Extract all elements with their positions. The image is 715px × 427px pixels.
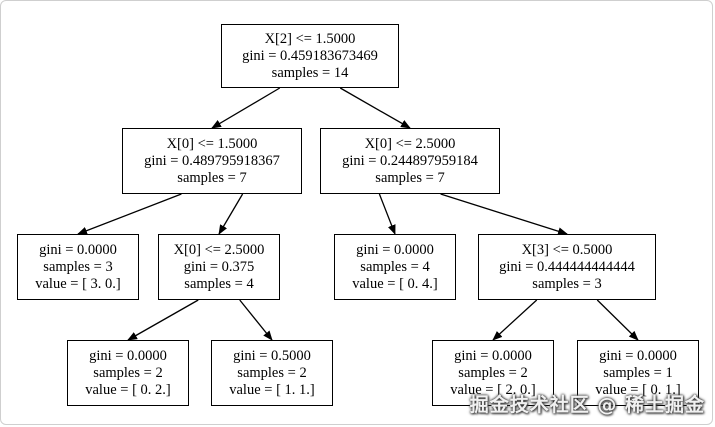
node-lr-line-1: X[0] <= 2.5000 — [173, 241, 265, 258]
node-lrr-line-1: gini = 0.5000 — [233, 347, 311, 364]
edge-lr-lrr — [239, 299, 273, 341]
node-rrl-line-3: value = [ 2. 0.] — [450, 381, 536, 398]
node-rl: gini = 0.0000 samples = 4 value = [ 0. 4… — [334, 234, 456, 300]
node-lrr-line-3: value = [ 1. 1.] — [229, 381, 315, 398]
watermark-text: 掘金技术社区 @ 稀土掘金 — [469, 394, 705, 416]
node-r-line-3: samples = 7 — [375, 169, 445, 186]
node-l-line-2: gini = 0.489795918367 — [144, 152, 280, 169]
node-r-line-1: X[0] <= 2.5000 — [364, 135, 456, 152]
node-rrr-line-1: gini = 0.0000 — [599, 347, 677, 364]
node-r: X[0] <= 2.5000 gini = 0.244897959184 sam… — [320, 128, 500, 194]
edge-root-r — [339, 87, 411, 129]
edge-r-rr — [440, 193, 568, 236]
node-rr-line-1: X[3] <= 0.5000 — [521, 241, 613, 258]
node-ll-line-1: gini = 0.0000 — [39, 241, 117, 258]
node-root: X[2] <= 1.5000 gini = 0.459183673469 sam… — [221, 24, 399, 88]
node-rrr: gini = 0.0000 samples = 1 value = [ 0. 1… — [577, 340, 699, 406]
edge-rr-rrr — [596, 299, 639, 341]
edge-r-rl — [378, 193, 396, 235]
node-lrl-line-3: value = [ 0. 2.] — [85, 381, 171, 398]
edge-rr-rrl — [492, 299, 538, 341]
node-lrl-line-2: samples = 2 — [93, 364, 163, 381]
node-root-line-2: gini = 0.459183673469 — [242, 47, 378, 64]
node-lrr-line-2: samples = 2 — [237, 364, 307, 381]
node-r-line-2: gini = 0.244897959184 — [342, 152, 478, 169]
node-root-line-3: samples = 14 — [271, 64, 349, 81]
node-rl-line-1: gini = 0.0000 — [356, 241, 434, 258]
node-rrr-line-3: value = [ 0. 1.] — [595, 381, 681, 398]
node-ll-line-3: value = [ 3. 0.] — [35, 275, 121, 292]
edge-lr-lrl — [127, 299, 199, 341]
node-lrl-line-1: gini = 0.0000 — [89, 347, 167, 364]
edge-root-l — [211, 87, 281, 129]
node-l-line-3: samples = 7 — [177, 169, 247, 186]
edge-l-ll — [77, 193, 182, 235]
node-rrl-line-1: gini = 0.0000 — [454, 347, 532, 364]
node-l-line-1: X[0] <= 1.5000 — [166, 135, 258, 152]
node-rr: X[3] <= 0.5000 gini = 0.444444444444 sam… — [478, 234, 656, 300]
node-lrl: gini = 0.0000 samples = 2 value = [ 0. 2… — [67, 340, 189, 406]
node-rrl-line-2: samples = 2 — [458, 364, 528, 381]
node-rr-line-3: samples = 3 — [532, 275, 602, 292]
edge-l-lr — [218, 193, 244, 235]
node-rr-line-2: gini = 0.444444444444 — [499, 258, 635, 275]
node-ll-line-2: samples = 3 — [43, 258, 113, 275]
node-lrr: gini = 0.5000 samples = 2 value = [ 1. 1… — [211, 340, 333, 406]
node-ll: gini = 0.0000 samples = 3 value = [ 3. 0… — [17, 234, 139, 300]
node-lr: X[0] <= 2.5000 gini = 0.375 samples = 4 — [158, 234, 280, 300]
node-rrl: gini = 0.0000 samples = 2 value = [ 2. 0… — [432, 340, 554, 406]
node-rrr-line-2: samples = 1 — [603, 364, 673, 381]
node-rl-line-3: value = [ 0. 4.] — [352, 275, 438, 292]
node-l: X[0] <= 1.5000 gini = 0.489795918367 sam… — [122, 128, 302, 194]
node-root-line-1: X[2] <= 1.5000 — [264, 30, 356, 47]
node-lr-line-3: samples = 4 — [184, 275, 254, 292]
node-lr-line-2: gini = 0.375 — [183, 258, 255, 275]
node-rl-line-2: samples = 4 — [360, 258, 430, 275]
